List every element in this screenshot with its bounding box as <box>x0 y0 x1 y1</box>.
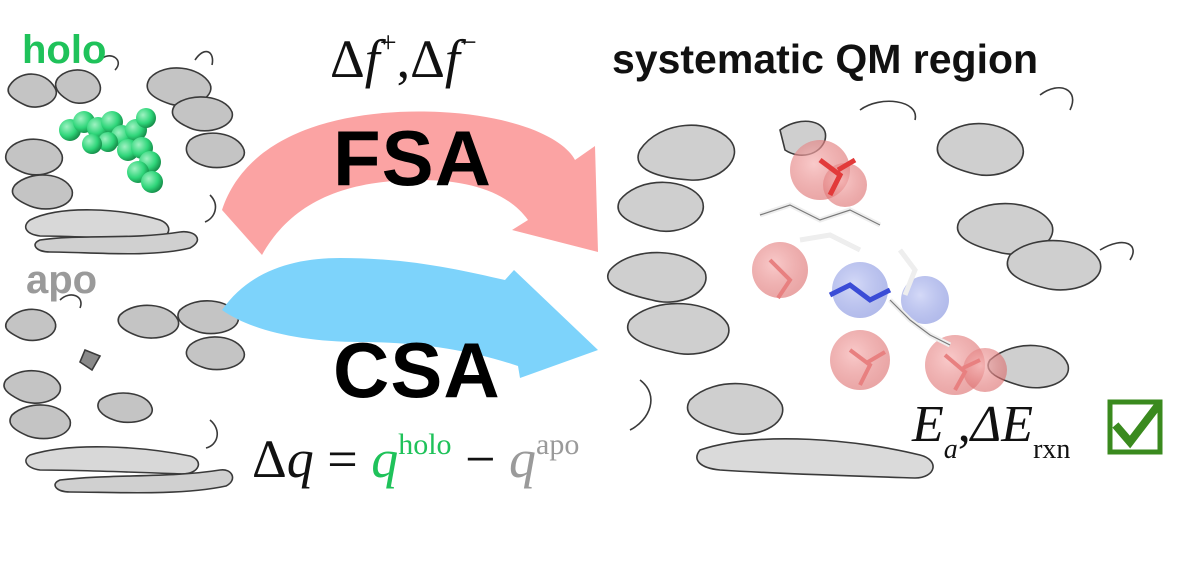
apo-label: apo <box>26 258 98 302</box>
df-f: f <box>364 29 380 89</box>
dq-apo-sup: apo <box>536 428 580 461</box>
dq-q: q <box>286 429 314 489</box>
qm-blue-residues <box>828 262 949 324</box>
df-delta-2: Δ <box>410 29 445 89</box>
qm-region-title: systematic QM region <box>612 36 1039 82</box>
charge-shift-equation: Δq = qholo − qapo <box>252 428 579 490</box>
ea-sep: , <box>957 396 971 453</box>
df-minus: − <box>459 26 477 59</box>
csa-label: CSA <box>333 326 501 414</box>
checkbox-check-icon <box>1107 399 1163 455</box>
ea-a: a <box>943 434 958 466</box>
holo-ligand-spheres <box>59 108 163 193</box>
df-delta: Δ <box>330 29 365 89</box>
qm-red-residues <box>752 140 1007 395</box>
energy-equation: Ea,ΔErxn <box>912 395 1070 465</box>
apo-protein-structure <box>3 294 245 494</box>
df-plus: + <box>379 26 397 59</box>
qm-region-protein <box>607 86 1134 479</box>
qm-ligand-sticks-outline <box>759 204 951 346</box>
ea-de: ΔE <box>970 396 1034 453</box>
dq-holo-sup: holo <box>398 428 452 461</box>
dq-minus: − <box>451 429 510 489</box>
fsa-label: FSA <box>333 114 492 202</box>
df-f-2: f <box>444 29 460 89</box>
dq-holo-q: q <box>371 429 399 489</box>
dq-apo-q: q <box>509 429 537 489</box>
csa-arrow <box>222 258 598 378</box>
fsa-arrow <box>222 111 598 255</box>
holo-protein-structure <box>4 50 245 255</box>
ea-rxn: rxn <box>1033 434 1071 466</box>
holo-label: holo <box>22 28 107 72</box>
dq-delta: Δ <box>252 429 287 489</box>
dq-equals: = <box>313 429 372 489</box>
ea-e: E <box>912 396 944 453</box>
df-sep: , <box>396 29 411 89</box>
fukui-equation: Δf+,Δf− <box>330 26 477 90</box>
